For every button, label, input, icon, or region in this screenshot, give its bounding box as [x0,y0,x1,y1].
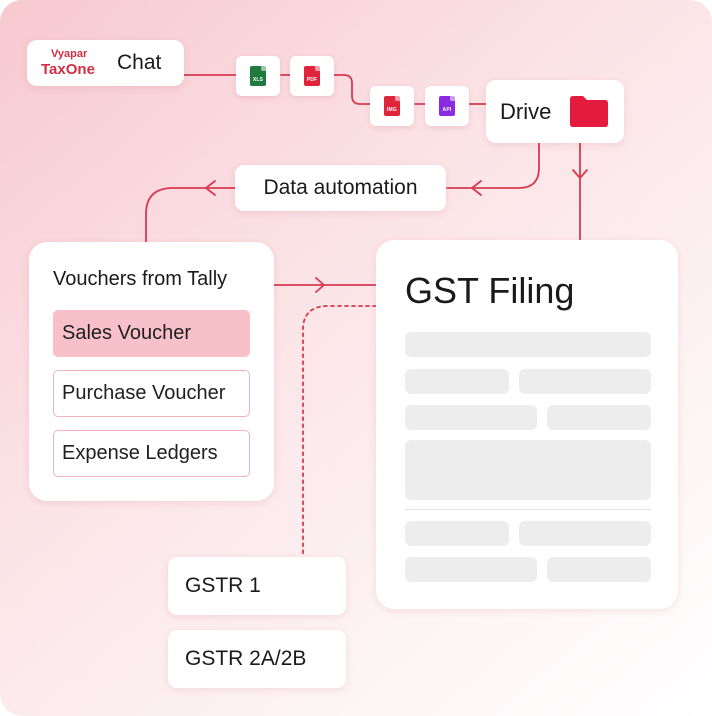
api-file-label: API [442,107,452,113]
img-file-icon: IMG [384,96,400,116]
gst-filing-title: GST Filing [405,270,575,311]
purchase-voucher-label: Purchase Voucher [62,382,226,404]
purchase-voucher-item[interactable]: Purchase Voucher [53,370,250,417]
xls-file-chip: XLS [236,56,280,96]
pdf-file-chip: PDF [290,56,334,96]
pdf-file-icon: PDF [304,66,320,86]
form-placeholder-field [405,369,509,394]
expense-ledgers-item[interactable]: Expense Ledgers [53,430,250,477]
connector-drive-to-automation [446,142,540,189]
connector-automation-to-vouchers [145,187,236,243]
form-placeholder-field [519,521,651,546]
form-placeholder-field [547,557,651,582]
arrow-into-gst [315,277,325,293]
drive-card[interactable]: Drive [486,80,624,143]
arrow-toward-vouchers [205,180,216,196]
connector-pdf-to-img [333,74,371,105]
form-placeholder-field [405,405,537,430]
expense-ledgers-label: Expense Ledgers [62,442,218,464]
data-automation-card[interactable]: Data automation [235,165,446,211]
folder-icon [570,96,608,127]
sales-voucher-label: Sales Voucher [62,322,191,344]
vyapar-taxone-logo: Vyapar TaxOne [41,48,105,78]
drive-label: Drive [500,98,552,124]
xls-file-icon: XLS [250,66,266,86]
logo-product-text: TaxOne [41,61,95,78]
gstr-2a-2b-button[interactable]: GSTR 2A/2B [168,630,346,688]
logo-brand-text: Vyapar [51,48,88,60]
gstr-1-button[interactable]: GSTR 1 [168,557,346,615]
api-file-icon: API [439,96,455,116]
connector-gst-to-returns [302,305,377,558]
arrow-down-to-gst [572,169,588,179]
form-placeholder-field [547,405,651,430]
xls-file-label: XLS [252,77,264,83]
data-automation-label: Data automation [263,176,418,199]
api-file-chip: API [425,86,469,126]
img-file-chip: IMG [370,86,414,126]
form-placeholder-field [405,521,509,546]
chat-label: Chat [117,51,162,74]
vouchers-title: Vouchers from Tally [53,268,228,290]
vouchers-panel: Vouchers from Tally Sales Voucher Purcha… [29,242,274,501]
form-placeholder-block [405,440,651,500]
form-placeholder-field [519,369,651,394]
form-placeholder-row [405,332,651,357]
gstr-1-label: GSTR 1 [185,574,261,597]
sales-voucher-item[interactable]: Sales Voucher [53,310,250,357]
pdf-file-label: PDF [306,77,318,83]
gstr-2a-2b-label: GSTR 2A/2B [185,647,307,670]
form-placeholder-field [405,557,537,582]
form-divider [405,509,651,510]
gst-filing-panel: GST Filing [376,240,678,609]
arrow-into-automation [471,180,482,196]
img-file-label: IMG [386,107,398,113]
chat-source-card[interactable]: Vyapar TaxOne Chat [27,40,184,86]
